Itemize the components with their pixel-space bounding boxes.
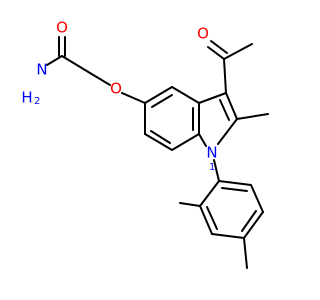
- amide-nitrogen-subscript: 2: [34, 96, 40, 107]
- amide-nitrogen-label: N: [36, 61, 47, 79]
- bond-ar-d2: [241, 210, 257, 232]
- bond-acetyl-me: [223, 43, 253, 60]
- indole-nitrogen-label: N: [206, 144, 217, 162]
- bond-bz-5: [144, 133, 173, 151]
- molecule-diagram: O H 2 N O O N 1: [21, 19, 269, 269]
- bond-ar-d1: [206, 206, 218, 230]
- bond-n-aryl: [213, 159, 220, 182]
- bond-ar-6: [218, 180, 252, 186]
- label-layer: O H 2 N O O N 1: [21, 19, 217, 174]
- bond-acetyl-co-b: [210, 40, 228, 54]
- bond-bz-2: [171, 86, 200, 104]
- amide-oxygen-label: O: [56, 19, 68, 37]
- bond-layer: [46, 36, 269, 269]
- bond-py-2d: [219, 99, 230, 121]
- ether-oxygen-label: O: [110, 80, 122, 98]
- bond-ar-methyl-2: [179, 202, 201, 207]
- bond-py-4: [198, 133, 207, 147]
- bond-bz-d3: [150, 130, 171, 144]
- bond-ar-3: [211, 233, 245, 239]
- bond-amide-cch2: [61, 55, 91, 74]
- indole-locant-label: 1: [209, 162, 215, 173]
- bond-o-ring: [121, 92, 146, 104]
- bond-ar-d3: [221, 187, 248, 192]
- bond-py-3: [217, 118, 238, 145]
- bond-bz-d1: [151, 94, 173, 108]
- structure-canvas: O H 2 N O O N 1: [21, 19, 269, 269]
- bond-ar-1: [199, 180, 220, 207]
- bond-ch2-o: [89, 72, 111, 86]
- bond-py-2: [225, 92, 238, 120]
- bond-ar-4: [243, 211, 264, 239]
- bond-ar-methyl-4: [243, 237, 248, 269]
- bond-py-1: [198, 92, 227, 104]
- bond-2-methyl: [236, 113, 269, 120]
- bond-ar-5: [250, 184, 264, 213]
- bond-acetyl-co-a: [207, 46, 225, 60]
- bond-bz-4: [171, 133, 200, 151]
- bond-acetyl-1: [223, 58, 227, 94]
- ketone-oxygen-label: O: [197, 25, 209, 43]
- amide-nitrogen-h-label: H: [21, 89, 32, 107]
- bond-ar-2: [199, 205, 213, 235]
- bond-bz-1: [144, 86, 173, 104]
- bond-amide-cn: [46, 55, 63, 66]
